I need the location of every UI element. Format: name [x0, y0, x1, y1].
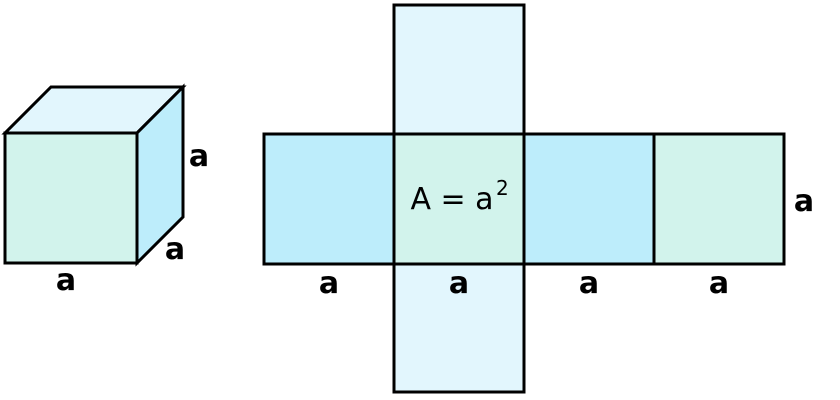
net-bottom-label-3: a [579, 266, 599, 301]
net-square-far-right [652, 132, 786, 266]
cube-height-edge-label: a [189, 139, 209, 174]
net-square-center [392, 132, 526, 266]
net-square-right [522, 132, 656, 266]
net-area-formula: A = a [410, 182, 493, 217]
net-bottom-label-2: a [449, 266, 469, 301]
cube-figure: a a a [1, 83, 209, 298]
net-square-left [262, 132, 396, 266]
net-bottom-label-1: a [319, 266, 339, 301]
cube-bottom-edge-label: a [56, 263, 76, 298]
net-square-bottom [392, 262, 526, 394]
cube-depth-edge-label: a [165, 232, 185, 267]
net-right-edge-label: a [794, 184, 814, 219]
net-square-top [392, 3, 526, 136]
net-bottom-label-4: a [709, 266, 729, 301]
cube-front-face [3, 131, 139, 265]
net-area-formula-exponent: 2 [496, 176, 509, 200]
cube-net-figure: A = a 2 a a a a a [262, 3, 814, 394]
